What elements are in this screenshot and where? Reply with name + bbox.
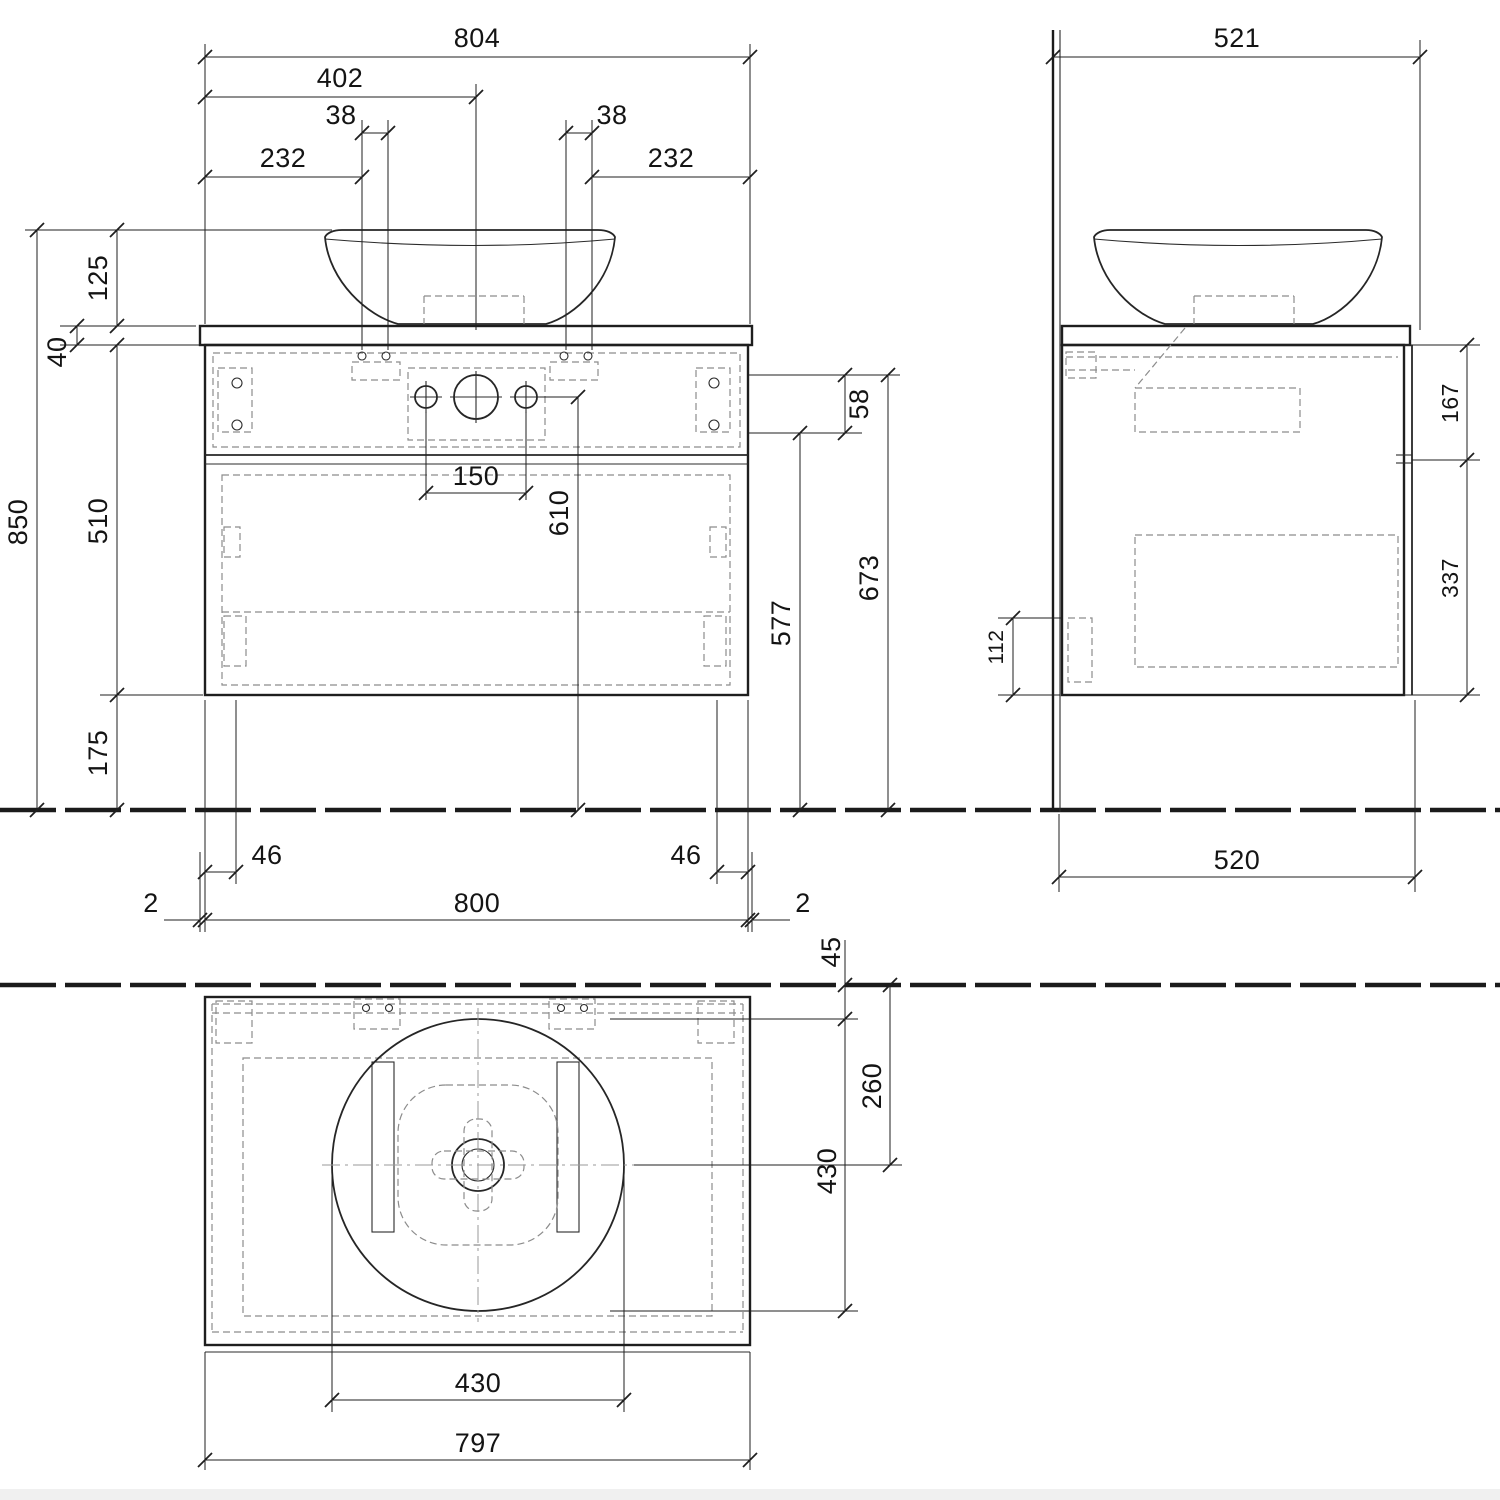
dim-232-left: 232	[260, 143, 307, 173]
front-dimensions: 804 402 38 38 232 232 125 40 850 510 175…	[3, 23, 900, 932]
dim-232-right: 232	[648, 143, 695, 173]
dim-577: 577	[766, 600, 796, 647]
dim-510: 510	[83, 498, 113, 545]
dim-521: 521	[1214, 23, 1261, 53]
plan-basin	[322, 1008, 634, 1322]
side-view: 521 167 337 112 520	[985, 23, 1480, 892]
side-rear-bracket	[1067, 617, 1093, 683]
dim-800: 800	[454, 888, 501, 918]
side-cabinet	[1060, 327, 1413, 697]
wall-bracket-left	[351, 361, 401, 381]
tap-holes	[407, 367, 546, 441]
plan-hinge-left	[215, 1000, 253, 1044]
plan-dimensions: 45 260 430 430 797	[197, 936, 902, 1470]
dim-45: 45	[816, 936, 846, 967]
bottom-margin-strip	[0, 1489, 1500, 1500]
dim-150: 150	[453, 461, 500, 491]
plan-support-left	[371, 1061, 395, 1233]
plan-view: 45 260 430 430 797	[197, 936, 902, 1470]
dim-2-left: 2	[143, 888, 159, 918]
dim-804: 804	[454, 23, 501, 53]
front-view: 804 402 38 38 232 232 125 40 850 510 175…	[3, 23, 900, 932]
dim-46-right: 46	[670, 840, 701, 870]
dim-46-left: 46	[251, 840, 282, 870]
dim-38-right: 38	[596, 100, 627, 130]
side-siphon-cutout	[1134, 387, 1301, 433]
dim-430-horizontal: 430	[455, 1368, 502, 1398]
side-drawer-hidden	[1134, 534, 1399, 668]
plan-hinge-right	[697, 1000, 735, 1044]
wall-bracket-right	[549, 361, 599, 381]
hinge-plate-right	[695, 367, 731, 433]
front-basin	[324, 229, 616, 325]
side-countertop	[1060, 324, 1412, 347]
dim-260: 260	[857, 1063, 887, 1110]
side-wall	[1051, 30, 1061, 812]
dim-38-left: 38	[325, 100, 356, 130]
hinge-plate-left	[217, 367, 253, 433]
dim-430-vertical: 430	[812, 1148, 842, 1195]
dim-797: 797	[455, 1428, 502, 1458]
dim-58: 58	[844, 388, 874, 419]
dim-2-right: 2	[795, 888, 811, 918]
dim-175: 175	[83, 730, 113, 777]
dim-610: 610	[544, 490, 574, 537]
dim-112: 112	[985, 630, 1008, 665]
dim-337: 337	[1437, 558, 1463, 598]
dim-125: 125	[83, 255, 113, 302]
side-basin	[1093, 229, 1383, 325]
front-cabinet	[203, 343, 750, 697]
dim-167: 167	[1437, 383, 1463, 423]
dim-850: 850	[3, 499, 33, 546]
plan-support-right	[556, 1061, 580, 1233]
dim-520: 520	[1214, 845, 1261, 875]
datum-lines	[0, 807, 1500, 988]
dim-40: 40	[42, 336, 72, 367]
dim-673: 673	[854, 555, 884, 602]
side-dimensions: 521 167 337 112 520	[985, 23, 1480, 892]
dim-402: 402	[317, 63, 364, 93]
